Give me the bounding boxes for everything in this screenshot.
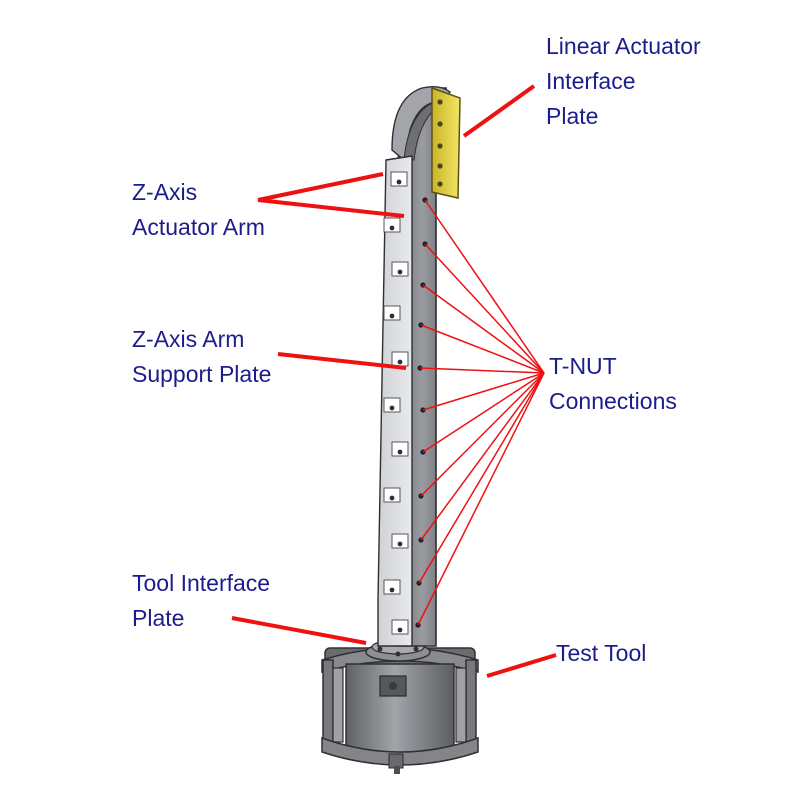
- label-t-nut-connections: T-NUT Connections: [549, 353, 677, 414]
- linear-actuator-interface-plate: [431, 86, 461, 199]
- label-z-axis-actuator-arm: Z-Axis Actuator Arm: [132, 179, 265, 240]
- label-test-tool: Test Tool: [556, 640, 647, 666]
- label-tool-interface-plate: Tool Interface Plate: [132, 570, 271, 631]
- test-tool: [321, 639, 479, 774]
- label-linear-actuator-interface-plate: Linear Actuator Interface Plate: [546, 33, 701, 129]
- z-axis-actuator-arm: [377, 85, 451, 647]
- label-z-axis-arm-support-plate: Z-Axis Arm Support Plate: [132, 326, 272, 387]
- leader-lines: [231, 84, 557, 678]
